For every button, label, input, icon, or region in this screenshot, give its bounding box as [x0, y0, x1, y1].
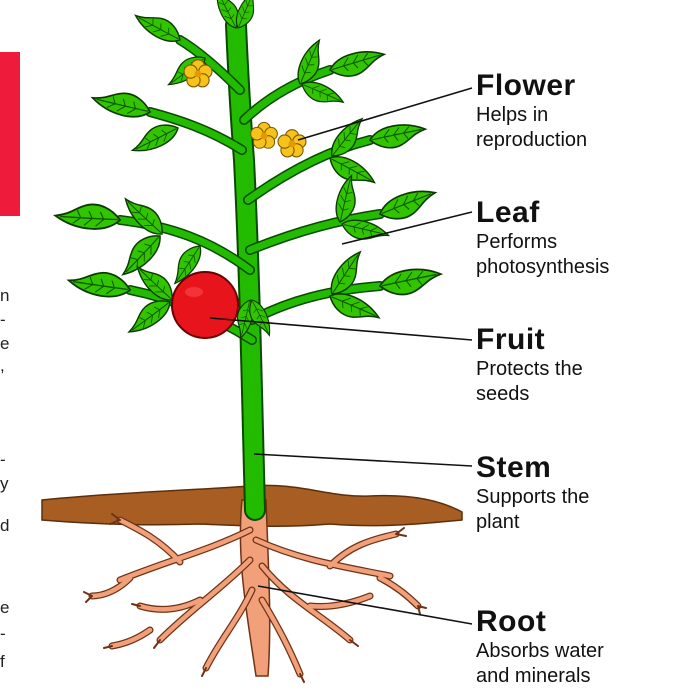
- fruit-description-line1: Protects the: [476, 358, 583, 381]
- root-title: Root: [476, 606, 604, 638]
- edge-text-fragment: e: [0, 598, 9, 618]
- leaf-label: Leaf Performs photosynthesis: [476, 197, 609, 279]
- edge-text-fragment: n: [0, 286, 9, 306]
- red-side-banner: [0, 52, 20, 216]
- flower-title: Flower: [476, 70, 587, 102]
- edge-text-fragment: ,: [0, 356, 5, 376]
- flower-description-line1: Helps in: [476, 104, 587, 127]
- fruit-tomato: [172, 272, 238, 338]
- stem-title: Stem: [476, 452, 589, 484]
- stem-description-line2: plant: [476, 511, 589, 534]
- edge-text-fragment: y: [0, 474, 9, 494]
- edge-text-fragment: f: [0, 652, 5, 672]
- edge-text-fragment: e: [0, 334, 9, 354]
- stem-description-line1: Supports the: [476, 486, 589, 509]
- edge-text-fragment: d: [0, 516, 9, 536]
- fruit-title: Fruit: [476, 324, 583, 356]
- root-system: [84, 500, 426, 682]
- flower-description-line2: reproduction: [476, 129, 587, 152]
- root-description-line1: Absorbs water: [476, 640, 604, 663]
- fruit-label: Fruit Protects the seeds: [476, 324, 583, 406]
- fruit-description-line2: seeds: [476, 383, 583, 406]
- stem-label: Stem Supports the plant: [476, 452, 589, 534]
- leaf-title: Leaf: [476, 197, 609, 229]
- flower-label: Flower Helps in reproduction: [476, 70, 587, 152]
- edge-text-fragment: -: [0, 310, 6, 330]
- root-leader-line: [258, 586, 472, 624]
- leaf-description-line2: photosynthesis: [476, 256, 609, 279]
- root-description-line2: and minerals: [476, 665, 604, 688]
- edge-text-fragment: -: [0, 450, 6, 470]
- edge-text-fragment: -: [0, 624, 6, 644]
- stem-leader-line: [254, 454, 472, 466]
- root-label: Root Absorbs water and minerals: [476, 606, 604, 688]
- leaf-description-line1: Performs: [476, 231, 609, 254]
